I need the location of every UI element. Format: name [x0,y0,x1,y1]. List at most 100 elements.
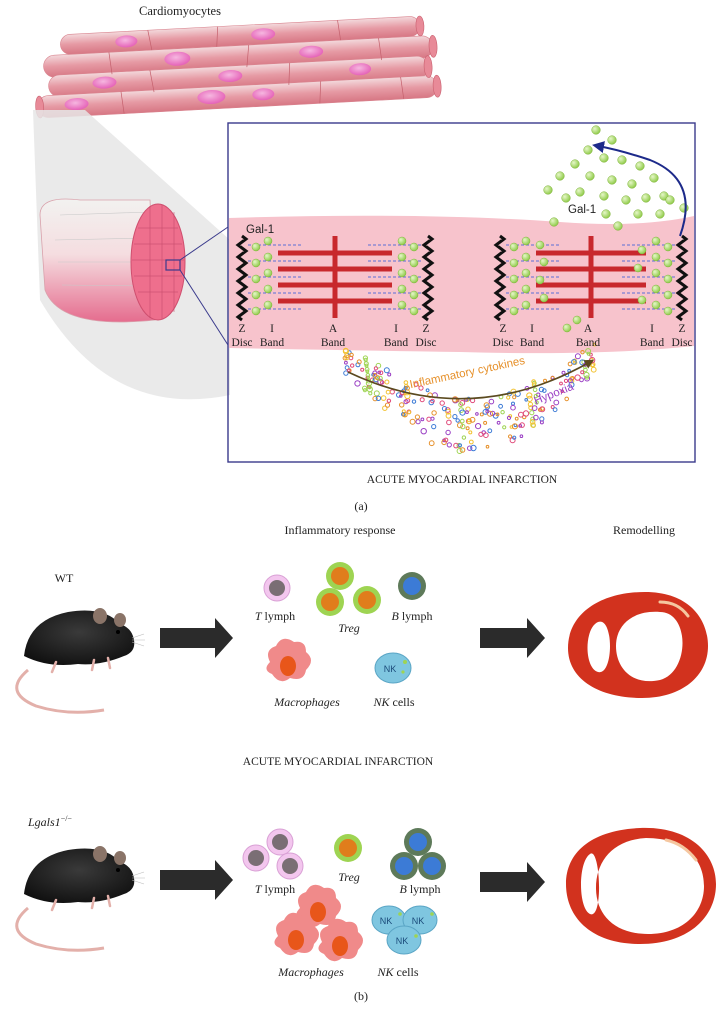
gal1-bead [633,209,643,219]
wt-b-label-rest: lymph [399,609,433,623]
wt-treg-label: Treg [338,621,360,635]
z-disc [493,234,507,322]
panel-b-label: (b) [354,989,368,1003]
z-disc [235,234,249,322]
cytokine-dot [428,440,435,447]
ko-t-label-italic: T [255,882,263,896]
sarcomere-label: Band [576,337,601,349]
panel-b: Inflammatory response Remodelling WT NK [15,523,716,1003]
cytokine-dot [445,408,452,415]
cytokine-dot [532,387,538,393]
gal1-bead [397,300,407,310]
cytokine-dot [533,393,539,399]
ko-label-sup: −/− [61,814,73,823]
cytokine-dot [485,409,490,414]
cytokine-dot [483,420,488,425]
cytokine-dot [363,361,369,367]
cytokine-dot [387,372,392,377]
cytokine-dot [430,398,435,404]
sarcomere-label: Disc [415,337,436,349]
cytokine-dot [561,370,566,375]
cytokine-dot [415,419,421,425]
gal1-bead [663,306,673,316]
cytokine-dot [465,410,469,415]
remodelling-header: Remodelling [613,523,675,537]
sarcomere-label: Disc [492,337,513,349]
sarcomere-label: Disc [231,337,252,349]
cytokine-dot [512,435,517,440]
cytokine-dot [362,388,367,393]
cytokine-dot [409,418,416,425]
panel-b-middle-caption: ACUTE MYOCARDIAL INFARCTION [243,756,434,768]
gal1-bead [651,252,661,262]
cytokine-dot [467,445,473,451]
sarcomere-label: Z [678,323,685,335]
cytokine-dot [375,395,382,401]
cytokine-dot [360,367,365,372]
m-line [332,236,338,318]
cytokine-dot [426,416,432,422]
cytokine-dot [475,412,479,416]
nk-badge: NK [396,936,409,946]
mouse-ear [93,846,107,862]
nk-badge: NK [384,664,397,674]
cytokine-dot [420,428,427,435]
arrow-wt-to-heart [480,618,545,658]
mouse-body [24,610,135,665]
cytokine-dot [529,419,536,425]
mouse-ear [114,851,126,865]
mouse-ear [114,613,126,627]
sarcomere-label: Disc [671,337,692,349]
cytokine-dot [574,374,581,381]
ko-nk-label-italic: NK [376,965,394,979]
gal1-bead [585,171,595,181]
inflammatory-response-header: Inflammatory response [285,523,396,537]
cytokine-dot [384,379,390,385]
wt-macrophages-label: Macrophages [273,695,340,709]
gal1-bead [263,300,273,310]
svg-text:B lymph: B lymph [399,882,440,896]
gal1-bead [641,193,651,203]
gal1-bead [521,236,531,246]
z-disc [675,234,689,322]
wt-t-lymph-cell [263,574,291,602]
cytokine-dot [378,370,384,376]
cytokine-dot [469,416,476,423]
mouse-eye [116,630,120,634]
cytokine-dot [457,422,463,429]
gal1-bead [665,195,675,205]
cytokine-dot [528,405,534,411]
gal1-bead [409,274,419,284]
cytokine-dot [354,380,361,387]
sarcomere-left [235,234,435,322]
cytokine-dot [519,422,525,428]
sarcomere-right [493,234,689,333]
zoom-line-top [179,226,229,261]
ko-nk-cells: NK NK NK [371,905,438,955]
cytokine-dot [590,363,595,368]
panel-a-caption: ACUTE MYOCARDIAL INFARCTION [367,474,558,486]
cytokine-dot [533,414,539,421]
gal1-bead [549,217,559,227]
cytokine-dot [553,399,560,406]
cytokine-dot [580,350,585,355]
cytokine-dot [530,422,536,428]
gal1-bead [263,284,273,294]
gal1-bead [543,185,553,195]
mouse-tail [15,906,105,952]
cytokine-dot [502,425,507,430]
wt-t-label-rest: lymph [262,609,296,623]
cytokine-dot [460,418,465,424]
gal1-bead [263,236,273,246]
mouse-whiskers [131,633,145,647]
cytokine-dot [455,418,460,423]
cytokine-dot [362,355,368,361]
cytokine-dot [539,416,545,422]
sarcomere-label: Band [520,337,545,349]
panel-a: Cardiomyocytes Gal-1 Gal-1 [33,4,696,513]
gal1-bead [663,242,673,252]
nk-badge: NK [380,916,393,926]
gal1-bead [509,290,519,300]
gal1-bead [521,284,531,294]
cytokine-dot [445,412,452,419]
